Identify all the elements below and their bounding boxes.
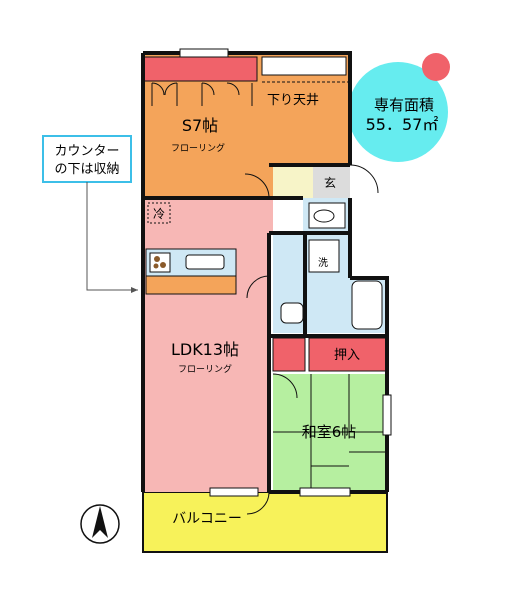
compass-icon [80, 504, 120, 544]
ldk-floor: フローリング [178, 363, 232, 375]
ldk-room [143, 198, 269, 492]
washitsu-door [272, 373, 298, 399]
genkan [313, 165, 350, 198]
area-badge-circle [348, 62, 448, 162]
washitsu-name: 和室6帖 [302, 423, 357, 441]
door-swings [244, 164, 379, 515]
balcony-door [246, 491, 270, 515]
oshiire [308, 337, 388, 372]
area-value: 55．57㎡ [366, 115, 439, 134]
area-title: 専有面積 [374, 96, 434, 114]
counter-storage [145, 275, 237, 295]
fridge-label: 冷 [153, 207, 165, 221]
service-room-door [244, 173, 270, 199]
tatami-grid [273, 374, 387, 492]
washitsu-room [273, 374, 387, 492]
service-room-name: S7帖 [182, 116, 218, 135]
burner-icon [154, 256, 160, 262]
genkan-label: 玄 [324, 175, 336, 190]
callout-line-2: の下は収納 [54, 162, 119, 177]
loft-shelf [261, 56, 347, 76]
ldk-upper [143, 198, 273, 233]
ldk-name: LDK13帖 [171, 340, 239, 359]
washroom-door [246, 275, 270, 299]
washer-label: 洗 [318, 257, 328, 269]
balcony [142, 491, 388, 553]
counter-callout: カウンター の下は収納 [42, 135, 138, 293]
bathtub-icon [351, 280, 383, 330]
front-door [349, 164, 379, 194]
callout-line-1: カウンター [54, 144, 119, 159]
washbasin-icon [280, 302, 304, 324]
callout-leader [86, 182, 138, 291]
washer-space [308, 239, 340, 273]
storage-closet [272, 337, 306, 372]
balcony-label: バルコニー [172, 511, 242, 527]
lowered-ceiling-label: 下り天井 [267, 93, 319, 108]
oshiire-label: 押入 [334, 348, 360, 363]
entrance-hall [273, 165, 313, 198]
toilet-bowl-icon [313, 209, 335, 223]
burner-icon [153, 263, 159, 269]
callout-box [42, 135, 132, 183]
sink-icon [185, 254, 225, 270]
fridge-space [147, 202, 171, 224]
burner-icon [160, 262, 166, 268]
area-badge: 専有面積 55．57㎡ [348, 53, 450, 162]
closet-doors [151, 82, 253, 106]
area-badge-dot [422, 53, 450, 81]
windows [179, 48, 392, 497]
callout-arrowhead [131, 287, 138, 293]
stove [149, 252, 171, 273]
service-room-floor: フローリング [171, 142, 225, 154]
closet-storage [142, 56, 258, 82]
